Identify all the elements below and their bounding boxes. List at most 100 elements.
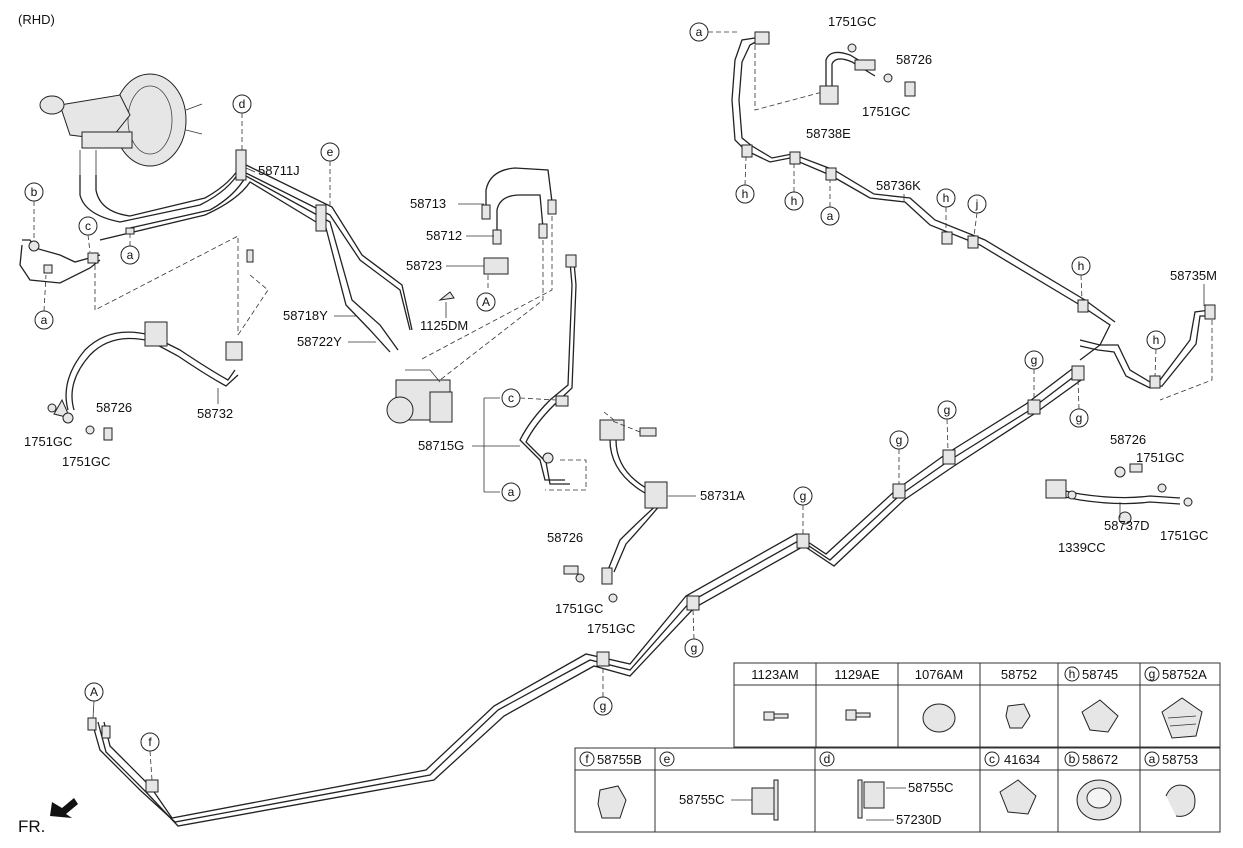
label-58726-right: 58726	[1110, 432, 1146, 447]
svg-text:g: g	[800, 489, 807, 503]
callout-b: b	[24, 182, 44, 202]
callout-g: g	[1069, 408, 1089, 428]
callout-f: f	[140, 732, 160, 752]
front-direction-icon	[50, 798, 78, 818]
label-58731A: 58731A	[700, 488, 745, 503]
svg-text:A: A	[482, 295, 490, 309]
svg-text:a: a	[127, 248, 134, 262]
callout-h: h	[735, 184, 755, 204]
tube-clip-icon	[1081, 699, 1119, 733]
callout-g: g	[793, 486, 813, 506]
parts-legend-table: 1123AM 1129AE 1076AM 58752 h 58745 g 587…	[574, 662, 1221, 833]
legend-sub-58755C-d: 58755C	[908, 780, 954, 795]
callout-c: c	[78, 216, 98, 236]
legend-part-1129AE: 1129AE	[834, 667, 880, 682]
hose-58738E	[819, 43, 916, 105]
callout-h: h	[1071, 256, 1091, 276]
legend-part-58753: 58753	[1162, 752, 1198, 767]
svg-text:g: g	[691, 641, 698, 655]
callout-a: a	[820, 206, 840, 226]
callout-h: h	[1146, 330, 1166, 350]
label-1751GC-mid2: 1751GC	[587, 621, 635, 636]
front-line-58711J	[19, 149, 413, 353]
legend-letter-e: e	[664, 752, 671, 766]
callout-a: a	[689, 22, 709, 42]
callout-g: g	[1024, 350, 1044, 370]
label-58715G: 58715G	[418, 438, 464, 453]
svg-text:b: b	[31, 185, 38, 199]
label-58726-left: 58726	[96, 400, 132, 415]
bolt-icon	[845, 709, 871, 721]
svg-text:g: g	[1076, 411, 1083, 425]
master-cylinder	[39, 94, 133, 175]
label-1751GC-top1: 1751GC	[828, 14, 876, 29]
label-58736K: 58736K	[876, 178, 921, 193]
legend-sub-57230D: 57230D	[896, 812, 942, 827]
label-1751GC-mid1: 1751GC	[555, 601, 603, 616]
svg-text:g: g	[896, 433, 903, 447]
line-58735M	[1079, 304, 1216, 389]
label-1751GC-top2: 1751GC	[862, 104, 910, 119]
plug-cap-icon	[922, 703, 956, 733]
brake-booster	[113, 73, 203, 167]
label-58726-mid: 58726	[547, 530, 583, 545]
grommet-icon	[1076, 779, 1122, 821]
bracket-clip-icon	[857, 779, 885, 819]
callout-A: A	[476, 292, 496, 312]
callout-a: a	[120, 245, 140, 265]
label-1751GC-right1: 1751GC	[1136, 450, 1184, 465]
label-1751GC-right2: 1751GC	[1160, 528, 1208, 543]
part-labels: 58711J 58713 58712 58723 1125DM 58718Y 5…	[24, 14, 1217, 636]
label-58712: 58712	[426, 228, 462, 243]
front-label: FR.	[18, 817, 45, 836]
lines-58713-58712	[438, 167, 557, 301]
label-1751GC-left2: 1751GC	[62, 454, 110, 469]
svg-text:g: g	[1031, 353, 1038, 367]
bolt-icon	[763, 711, 789, 721]
label-58732: 58732	[197, 406, 233, 421]
diagram-title: (RHD)	[18, 12, 55, 27]
clip-icon	[1005, 703, 1031, 729]
abs-modulator	[386, 369, 453, 424]
legend-letter-g: g	[1149, 667, 1156, 681]
callout-j: j	[967, 194, 987, 214]
label-58718Y: 58718Y	[283, 308, 328, 323]
legend-letter-d: d	[824, 752, 831, 766]
legend-letter-a: a	[1149, 752, 1156, 766]
main-rear-line	[87, 365, 1085, 827]
legend-letter-h: h	[1069, 667, 1076, 681]
rear-line-58736K	[731, 31, 1116, 361]
svg-text:a: a	[696, 25, 703, 39]
legend-letter-b: b	[1069, 752, 1076, 766]
svg-text:h: h	[1153, 333, 1160, 347]
hose-58731A	[563, 419, 668, 603]
legend-letter-f: f	[585, 752, 589, 766]
svg-text:j: j	[975, 197, 979, 211]
svg-text:f: f	[148, 735, 152, 749]
svg-text:a: a	[41, 313, 48, 327]
label-58737D: 58737D	[1104, 518, 1150, 533]
svg-text:g: g	[944, 403, 951, 417]
legend-part-58752A: 58752A	[1162, 667, 1207, 682]
label-1125DM: 1125DM	[420, 318, 468, 333]
tube-clip-icon	[999, 779, 1037, 815]
svg-text:h: h	[943, 191, 950, 205]
callout-A: A	[84, 682, 104, 702]
label-58723: 58723	[406, 258, 442, 273]
legend-sub-58755C-e: 58755C	[679, 792, 725, 807]
callout-h: h	[936, 188, 956, 208]
callout-g: g	[889, 430, 909, 450]
svg-text:h: h	[1078, 259, 1085, 273]
callout-a: a	[501, 482, 521, 502]
callout-d: d	[232, 94, 252, 114]
legend-part-58672: 58672	[1082, 752, 1118, 767]
callout-a: a	[34, 310, 54, 330]
svg-text:c: c	[508, 391, 514, 405]
legend-part-1076AM: 1076AM	[915, 667, 963, 682]
legend-part-58755B: 58755B	[597, 752, 642, 767]
callout-e: e	[320, 142, 340, 162]
callout-g: g	[593, 696, 613, 716]
bracket-clip-icon	[751, 779, 779, 821]
line-58715G	[519, 254, 577, 485]
legend-letter-c: c	[989, 752, 995, 766]
